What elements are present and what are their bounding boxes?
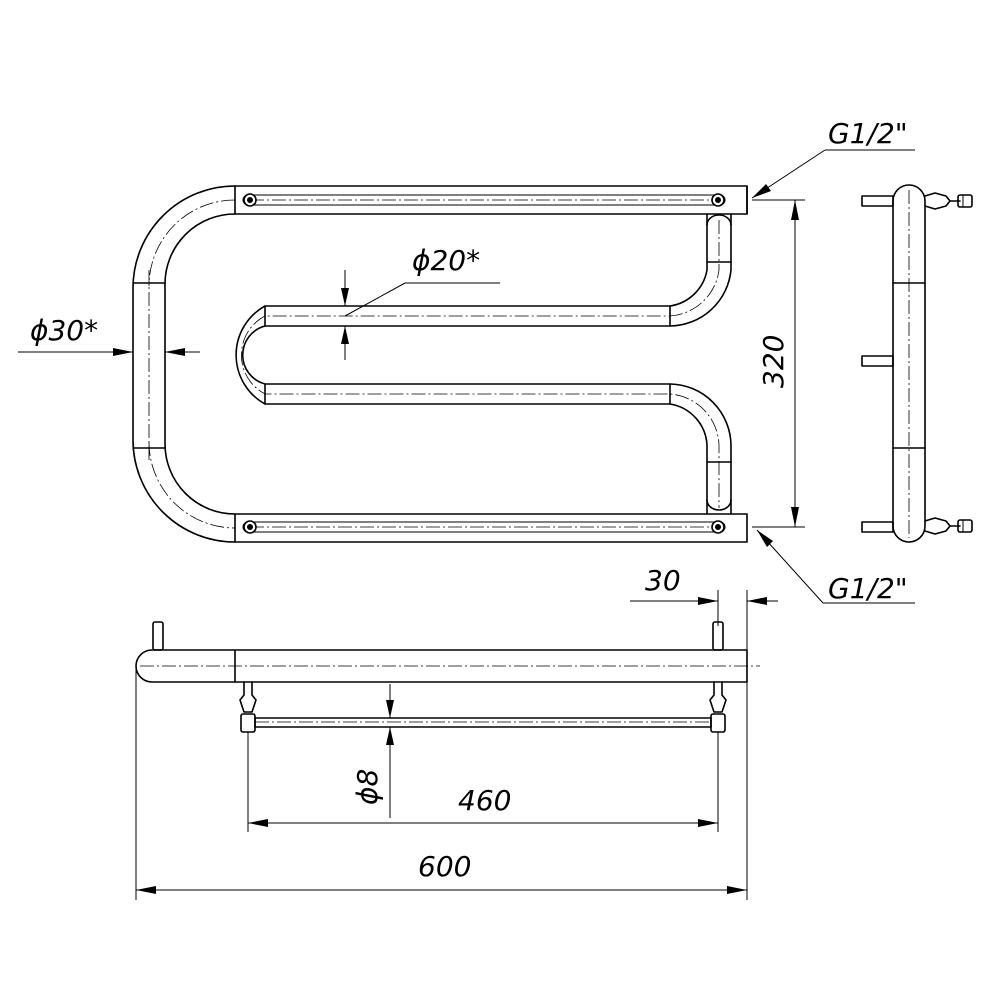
rod-diameter-label: ϕ8: [351, 769, 384, 805]
front-view: [132, 185, 748, 543]
pipe-diameter-main-label: ϕ30*: [30, 314, 98, 347]
front-view-dimensions: ϕ30* ϕ20* 320 G1/2" G1/2": [18, 117, 915, 605]
rod-length-label: 460: [458, 784, 511, 817]
top-view: [135, 621, 760, 733]
top-view-dimensions: 30 ϕ8 460 600: [135, 564, 778, 900]
wall-offset-label: 30: [645, 564, 681, 597]
overall-length-label: 600: [418, 850, 471, 883]
pipe-diameter-coil-label: ϕ20*: [412, 244, 480, 277]
side-view: [861, 184, 973, 543]
center-distance-label: 320: [757, 335, 790, 388]
connection-top-label: G1/2": [828, 117, 908, 150]
connection-bottom-label: G1/2": [828, 572, 908, 605]
